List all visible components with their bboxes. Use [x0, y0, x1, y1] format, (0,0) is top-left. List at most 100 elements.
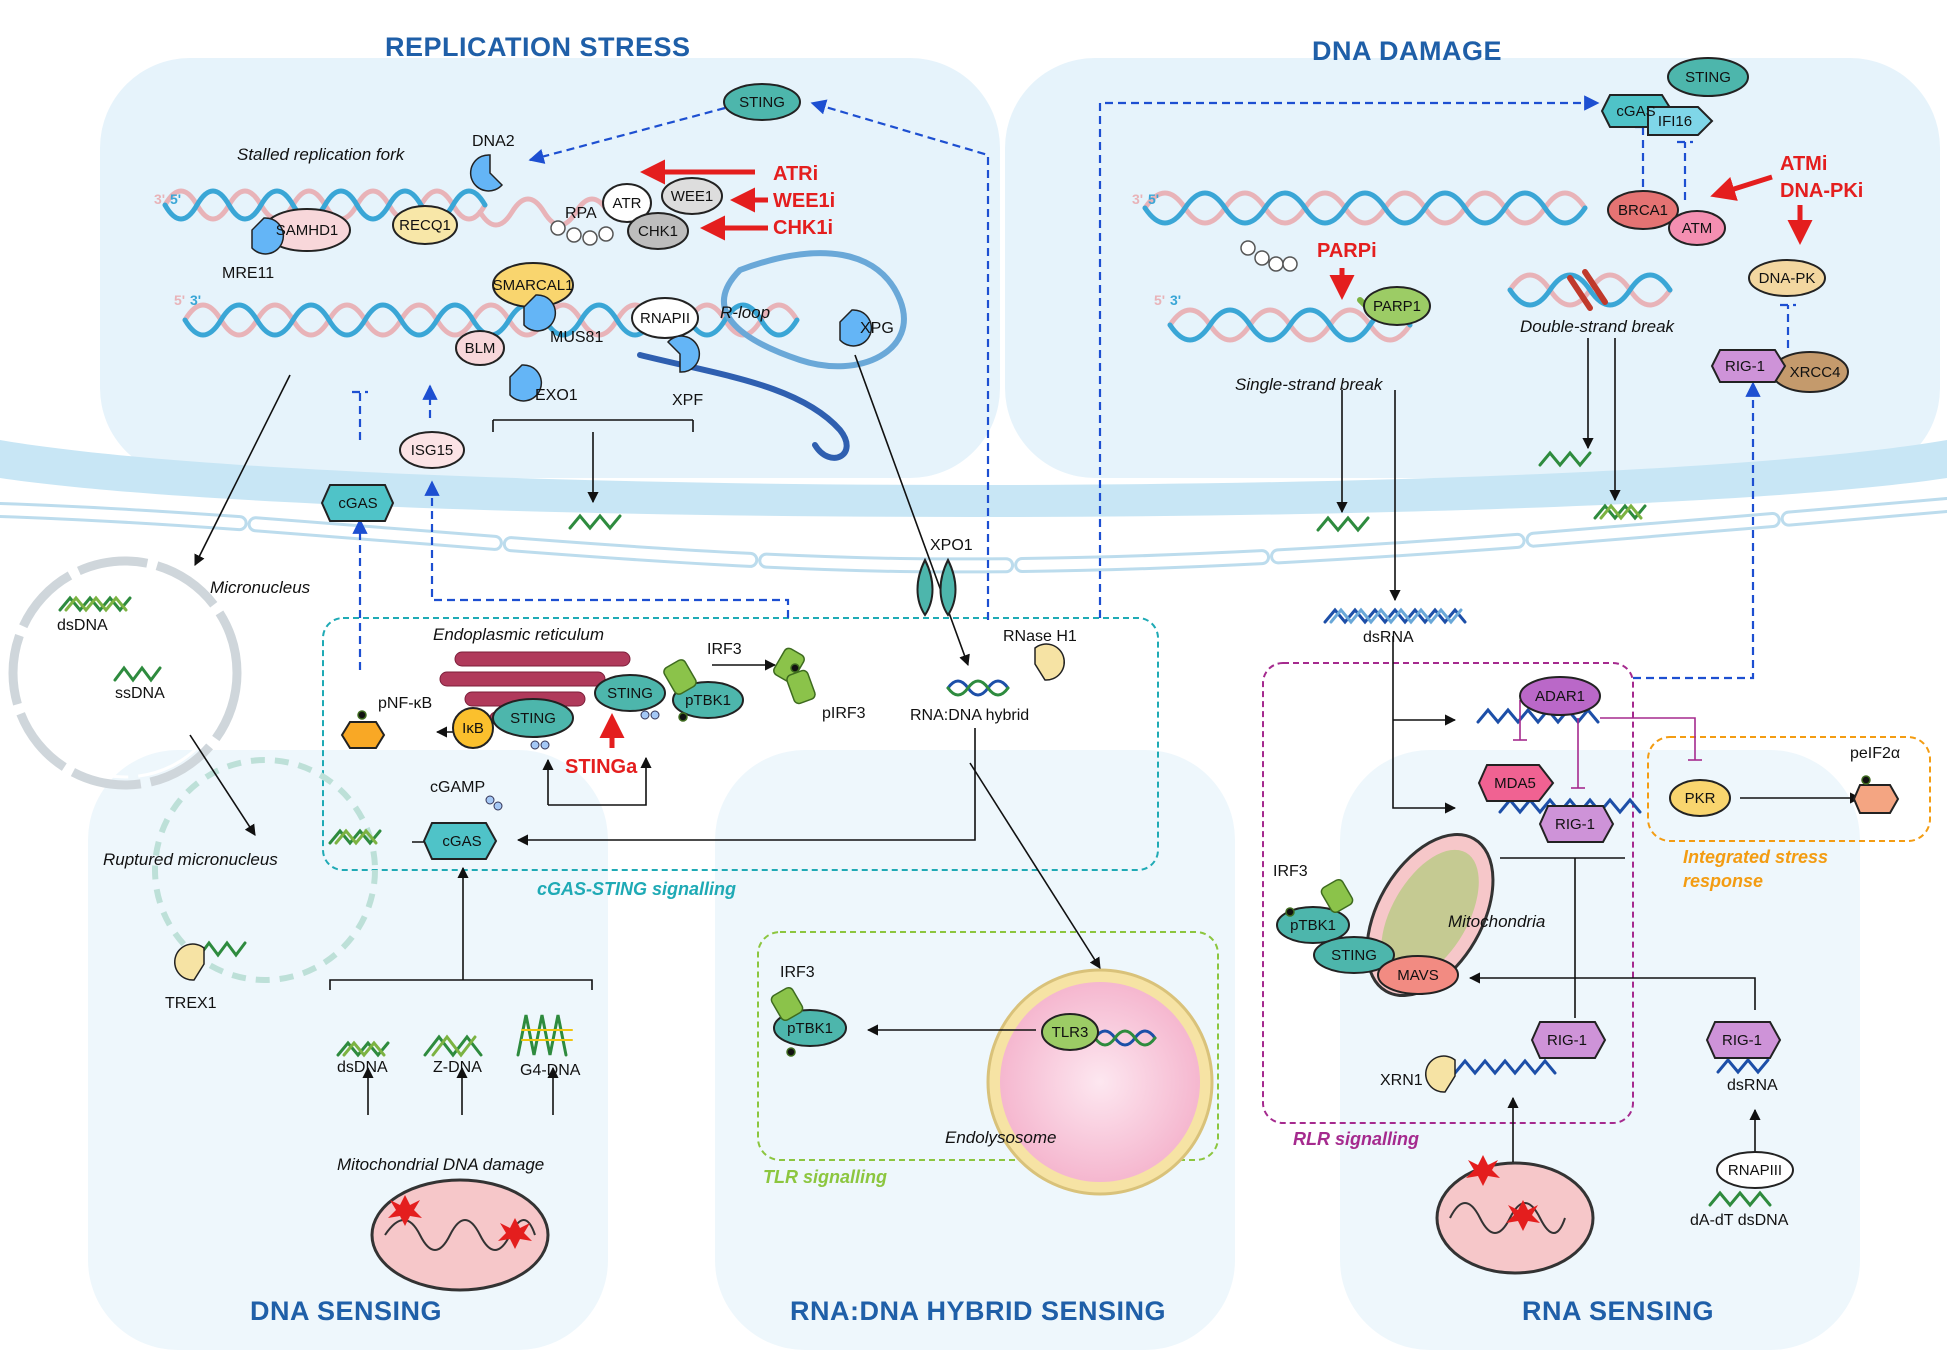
caption-ruptured-micronucleus: Ruptured micronucleus	[103, 850, 278, 869]
zdna-glyph	[431, 1034, 477, 1058]
hybrid-glyph	[946, 679, 1010, 697]
label-ifi16: IFI16	[1658, 113, 1692, 130]
trex1-ssdna-glyph	[198, 940, 247, 958]
label-sting-dd: STING	[1685, 69, 1731, 86]
label-cgas-nuc: cGAS	[338, 495, 377, 512]
mre11-shape	[251, 217, 285, 255]
brca1-shape	[1607, 190, 1679, 230]
blm-shape	[455, 330, 505, 366]
label-sting-rlr: STING	[1331, 947, 1377, 964]
label-pkr: PKR	[1685, 790, 1716, 807]
right-dsrna-glyph	[1716, 1057, 1770, 1075]
xpg-shape	[839, 309, 873, 347]
caption-endolysosome: Endolysosome	[945, 1128, 1057, 1147]
tlr3-shape	[1041, 1013, 1099, 1051]
peif2a-shape	[1852, 784, 1900, 814]
hybrid-glyph	[946, 679, 1010, 697]
mavs-shape	[1377, 955, 1459, 995]
label-exo1: EXO1	[535, 387, 578, 404]
dsb-fragment-glyph-2	[1599, 503, 1643, 521]
rig1-dd-shape	[1710, 349, 1787, 383]
chk1-shape	[627, 212, 689, 250]
isg15-shape	[399, 431, 465, 469]
pirf3-shape-b	[786, 669, 816, 705]
label-mus81: MUS81	[550, 329, 603, 346]
solid-arrows	[189, 338, 1862, 1170]
label-ptbk1-tlr: pTBK1	[787, 1020, 833, 1037]
label-brca1: BRCA1	[1618, 202, 1668, 219]
label-ptbk1-er: pTBK1	[685, 692, 731, 709]
label-dsrna-top: dsRNA	[1363, 629, 1414, 646]
label-tlr3: TLR3	[1052, 1024, 1089, 1041]
label-mavs: MAVS	[1397, 967, 1438, 984]
protein-shapes	[263, 57, 1900, 1189]
sting-dd-shape	[1667, 57, 1749, 97]
label-atr: ATR	[613, 195, 642, 212]
label-ikb: IκB	[462, 720, 484, 737]
label-rnaseh1: RNase H1	[1003, 628, 1077, 645]
label-xrcc4: XRCC4	[1790, 364, 1841, 381]
caption-mitochondria: Mitochondria	[1448, 912, 1545, 931]
nuclease-shapes	[174, 154, 1456, 1093]
strand-end-5: 5'	[1154, 292, 1165, 308]
rnaseh1-shape	[1034, 643, 1065, 681]
label-rig1-rlr: RIG-1	[1555, 816, 1595, 833]
nucleic-acid-glyphs	[58, 450, 1772, 1208]
label-irf3-rlr: IRF3	[1273, 863, 1308, 880]
xrn1-shape	[1425, 1055, 1456, 1093]
rnapii-shape	[631, 297, 699, 339]
caption-micronucleus: Micronucleus	[210, 578, 311, 597]
rpa-bead	[598, 226, 614, 242]
label-parpi: PARPi	[1317, 240, 1377, 262]
sting-ikb-shape	[492, 698, 574, 738]
label-cgas-sting-signalling: cGAS-STING signalling	[537, 879, 736, 899]
micronucleus-inner	[19, 567, 231, 779]
irf3-shapes	[357, 647, 1871, 1057]
label-xpf: XPF	[672, 392, 703, 409]
label-rpa: RPA	[565, 205, 597, 222]
label-rig1-low: RIG-1	[1547, 1032, 1587, 1049]
cytosolic-dsdna-glyph	[334, 828, 378, 846]
label-rig1-dd: RIG-1	[1725, 358, 1765, 375]
strand-end-5: 5'	[174, 292, 185, 308]
label-dadt: dA-dT dsDNA	[1690, 1212, 1789, 1229]
label-wee1i: WEE1i	[773, 190, 835, 212]
rig1-right-shape	[1705, 1021, 1782, 1059]
rpa-bead	[566, 227, 582, 243]
label-peif2a: peIF2α	[1850, 745, 1900, 762]
sting-er-shape	[594, 674, 666, 712]
strand-end-5: 5'	[170, 191, 181, 207]
drug-arrows	[599, 159, 1813, 748]
rpa-bead	[1254, 250, 1270, 266]
g4dna-glyph	[521, 1029, 573, 1041]
label-isg15: ISG15	[411, 442, 454, 459]
cytosolic-dsdna-glyph	[328, 828, 382, 846]
adar1-shape	[1519, 676, 1601, 716]
dna-damage-panel	[1005, 58, 1940, 478]
section-headers: REPLICATION STRESS DNA DAMAGE DNA SENSIN…	[250, 32, 1714, 1326]
label-pnfkb: pNF-κB	[378, 695, 432, 712]
rlr-box	[1262, 662, 1634, 1124]
irf3-tlr-shape	[770, 986, 804, 1022]
label-rnapiii: RNAPIII	[1728, 1162, 1782, 1179]
caption-single-strand-break: Single-strand break	[1235, 375, 1384, 394]
xpo1-shape	[916, 557, 957, 617]
label-sting-er: STING	[607, 685, 653, 702]
label-atri: ATRi	[773, 163, 818, 185]
dna2-shape	[469, 154, 504, 192]
rlr-inhibition	[1513, 700, 1702, 789]
g4dna-glyph	[516, 1014, 568, 1057]
mda5-shape	[1477, 764, 1555, 802]
label-dsdna-micro: dsDNA	[57, 617, 108, 634]
nucleic-acid-labels: dsDNA ssDNA RNA:DNA hybrid dsRNA dsDNA Z…	[57, 617, 1789, 1229]
label-g4dna: G4-DNA	[520, 1062, 581, 1079]
captions: Stalled replication fork R-loop Single-s…	[103, 145, 1676, 1174]
rpa-bead	[1268, 256, 1284, 272]
label-dna2: DNA2	[472, 133, 515, 150]
inhibitor-labels: ATRi WEE1i CHK1i ATMi DNA-PKi PARPi STIN…	[565, 153, 1863, 778]
label-dsdna-mito: dsDNA	[337, 1059, 388, 1076]
label-sting-ikb: STING	[510, 710, 556, 727]
label-irf3-tlr: IRF3	[780, 964, 815, 981]
rpa-bead	[582, 230, 598, 246]
nuclear-membrane	[0, 440, 1947, 574]
